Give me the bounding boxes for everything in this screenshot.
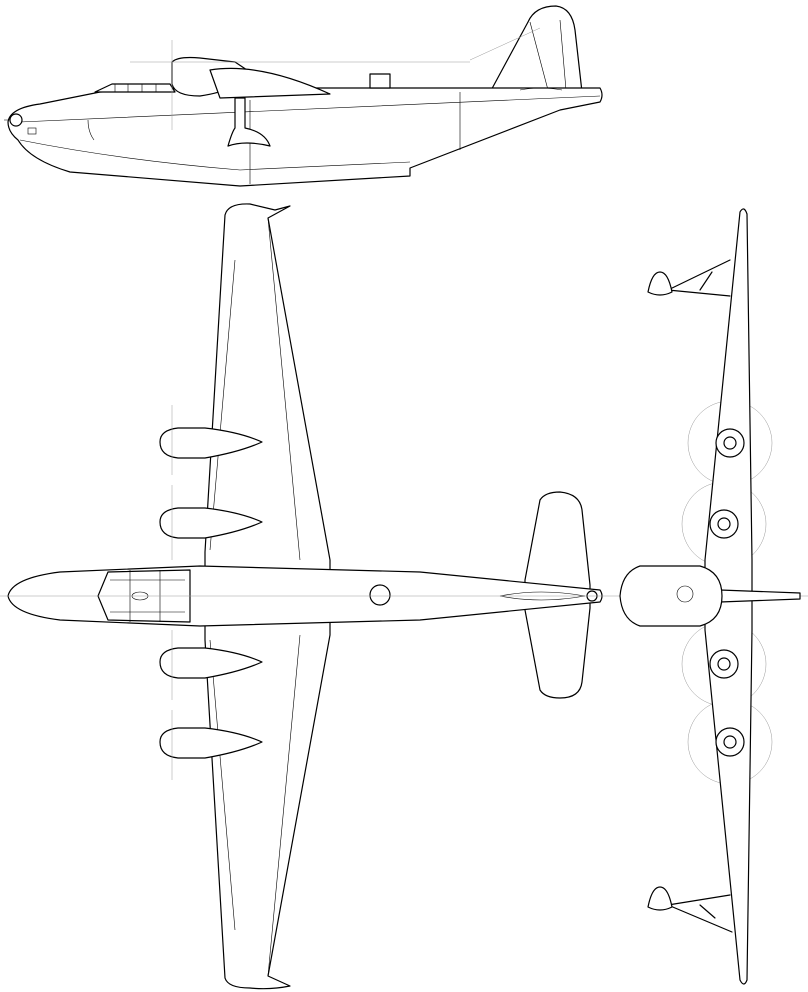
float [647, 886, 673, 911]
side-float-strut [227, 97, 271, 147]
side-nose-turret [9, 113, 23, 127]
engine-nacelle [159, 727, 263, 759]
wingtip-floats [647, 259, 733, 933]
side-turret [369, 73, 391, 89]
front-view [619, 208, 801, 985]
engine-nacelle [159, 507, 263, 539]
side-wing-root [209, 67, 331, 99]
top-view [0, 203, 808, 990]
side-view [4, 5, 603, 187]
front-engines [709, 428, 745, 757]
engine-nacelle [159, 427, 263, 459]
front-hull [619, 565, 723, 627]
float [647, 271, 673, 296]
front-fin [719, 589, 801, 603]
engine-nacelle [159, 647, 263, 679]
top-dorsal-turret [369, 584, 391, 606]
side-hull [7, 87, 603, 187]
side-tail-fin [487, 5, 583, 97]
side-cockpit [94, 83, 176, 93]
top-engine-nacelles [159, 427, 263, 759]
